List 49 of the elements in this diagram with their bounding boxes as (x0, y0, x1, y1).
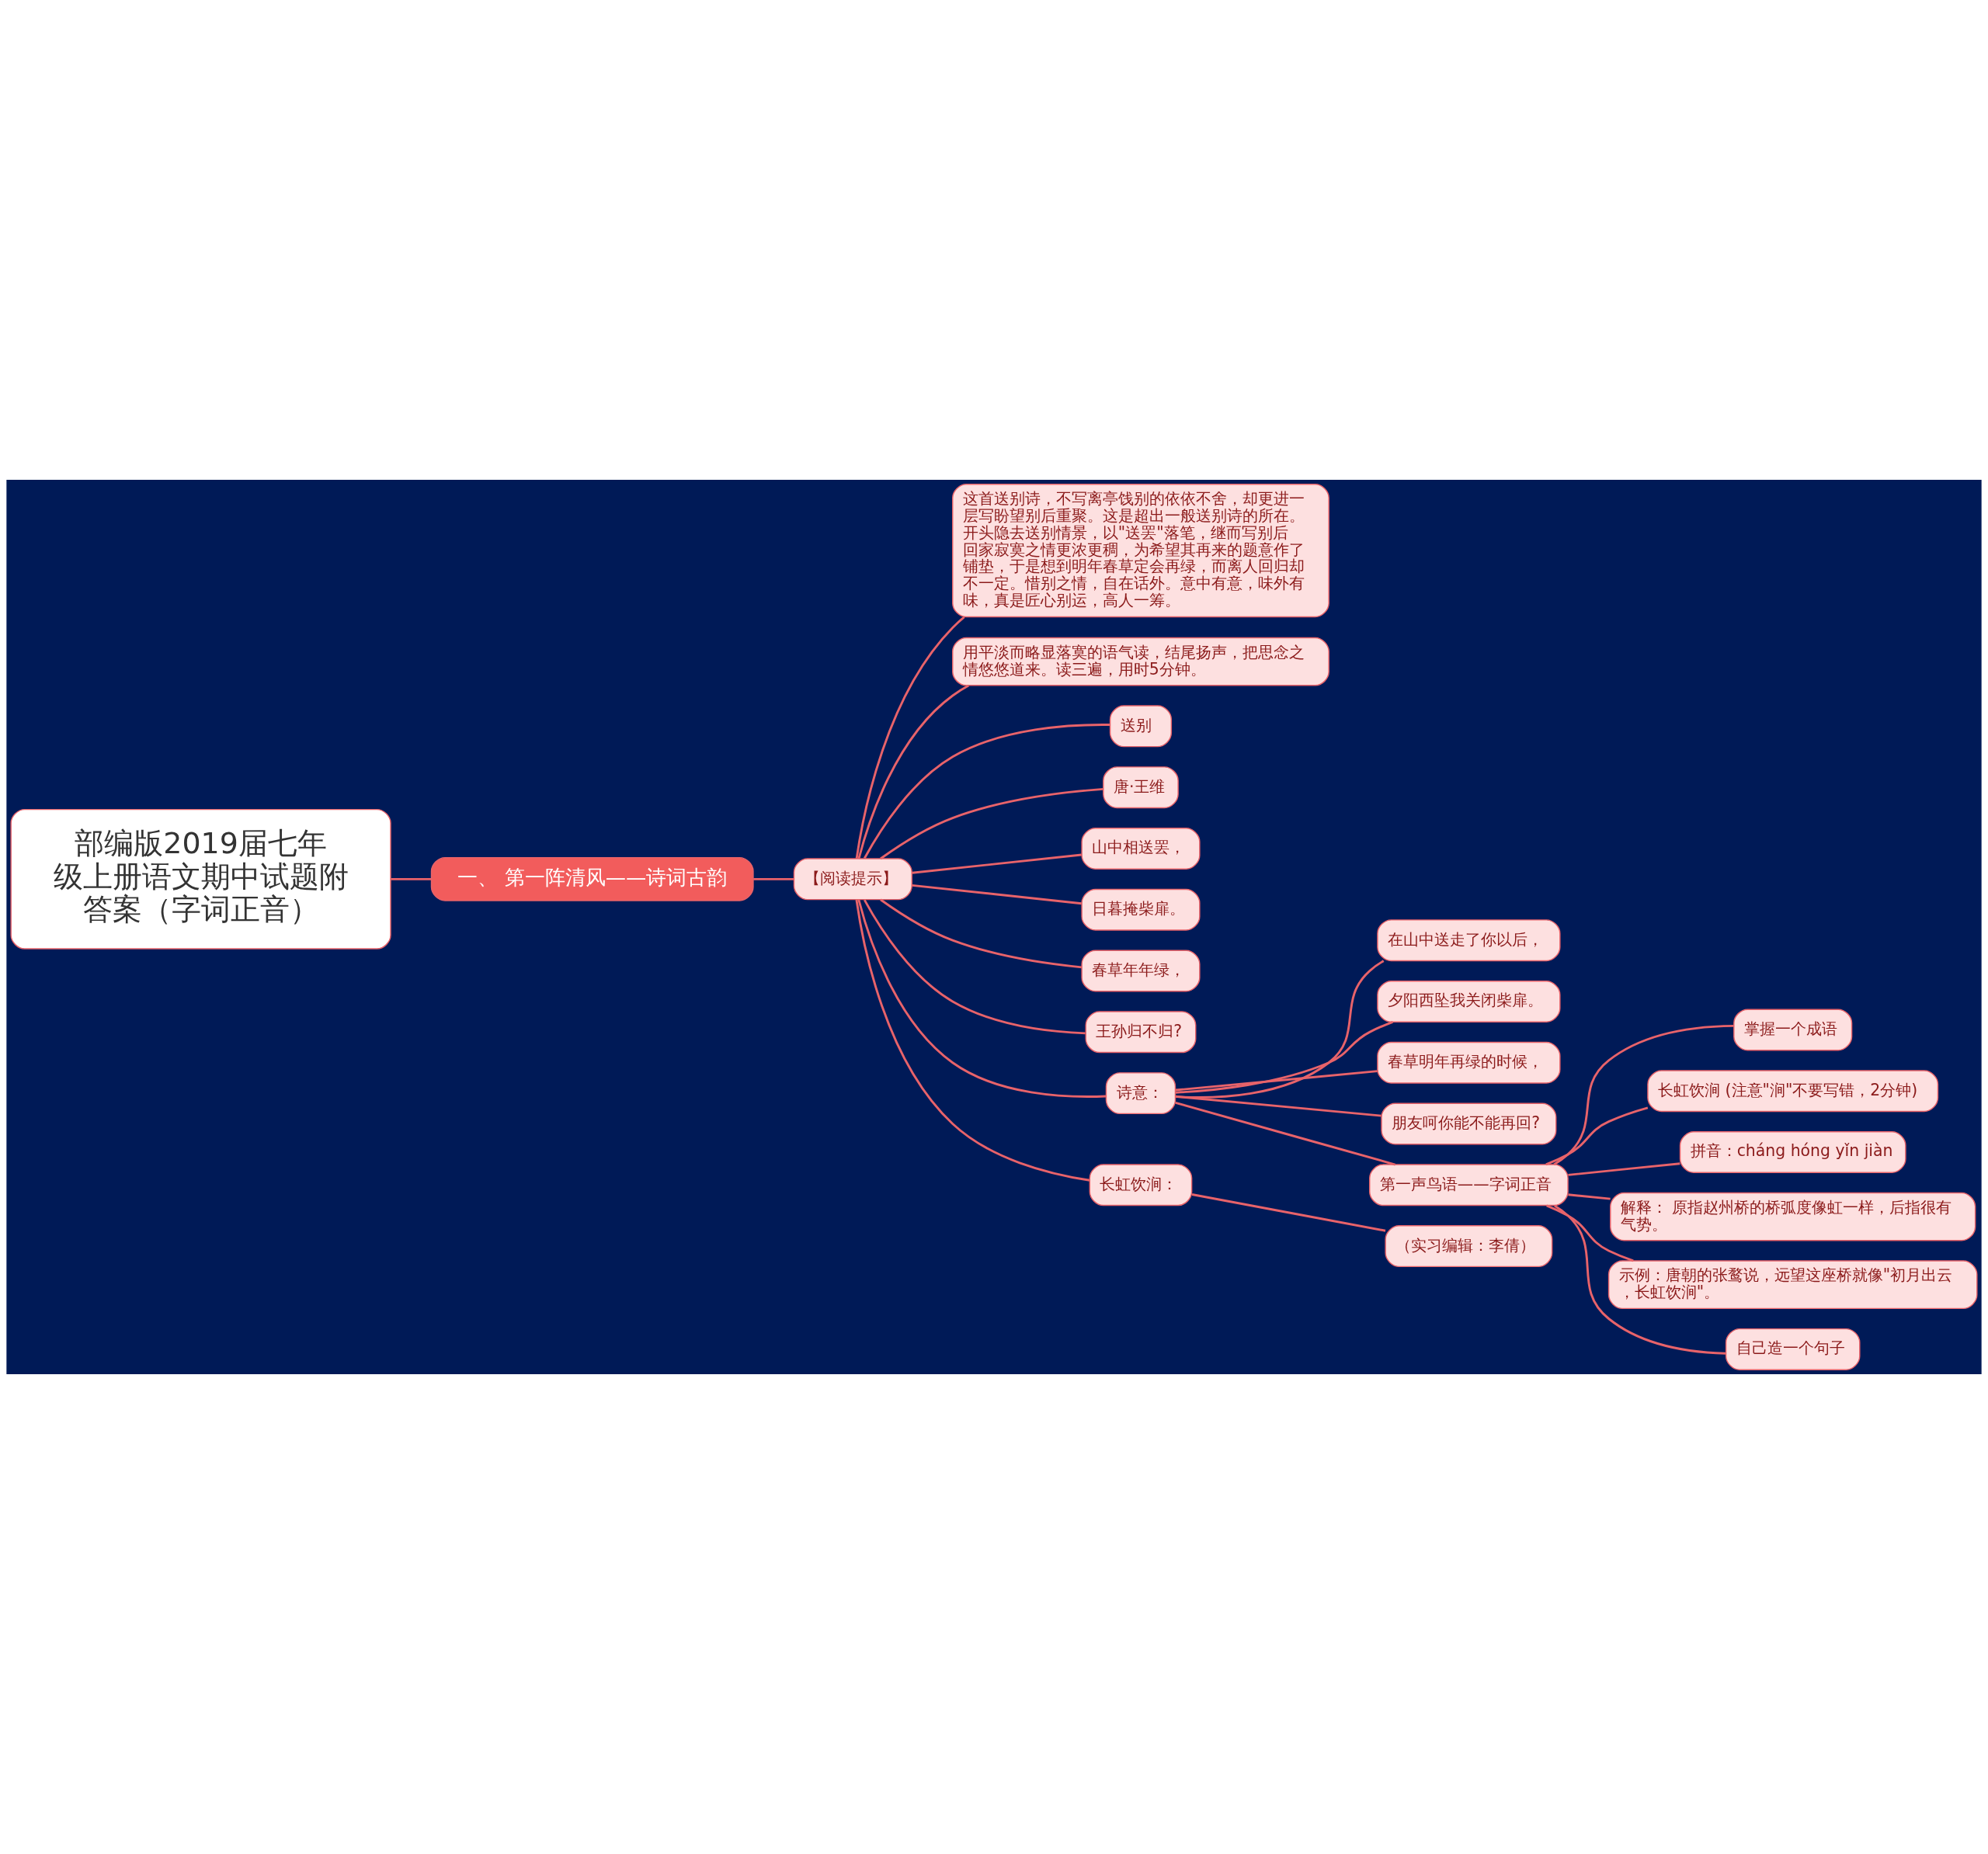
connector (863, 899, 1086, 1035)
connector (753, 877, 794, 880)
connector (855, 899, 1090, 1182)
connector (1175, 1070, 1378, 1092)
node-box: 部编版2019届七年级上册语文期中试题附答案（字词正音） (10, 808, 391, 950)
connector (1175, 960, 1385, 1099)
connector (1553, 1024, 1734, 1166)
connector (1545, 1106, 1649, 1166)
node-box: 长虹饮涧 (注意"涧"不要写错，2分钟) (1647, 1070, 1939, 1113)
connector (1568, 1193, 1611, 1200)
connector (391, 877, 432, 880)
node-box: 解释： 原指赵州桥的桥弧度像虹一样，后指很有气势。 (1610, 1192, 1976, 1241)
node-box: 山中相送罢， (1081, 827, 1201, 870)
connector (912, 853, 1082, 874)
connector (880, 898, 1083, 969)
connector (1568, 1162, 1680, 1176)
node-box: 朋友呵你能不能再回? (1381, 1102, 1557, 1145)
node-box: 这首送别诗，不写离亭饯别的依依不舍，却更进一层写盼望别后重聚。这是超出一般送别诗的所在。开头隐去送别情景，以"送罢"落笔，继而写别后回家寂寞之情更浓更稠，为希望其再来的题意作了铺垫，于是想到明年春草定会再绿，而离人回归却不一定。惜别之情，自在话外。意中有意，味外有味，真是匠心别运，高人一筹。 (952, 484, 1329, 618)
node-box: 拼音：cháng hóng yǐn jiàn (1679, 1131, 1906, 1173)
node-box: 春草明年再绿的时候， (1377, 1041, 1561, 1084)
connector (1175, 1101, 1396, 1166)
connector (1554, 1204, 1726, 1355)
node-box: 用平淡而略显落寞的语气读，结尾扬声，把思念之情悠悠道来。读三遍，用时5分钟。 (952, 637, 1329, 686)
connector (857, 899, 1107, 1098)
node-box: 日暮掩柴扉。 (1081, 888, 1201, 931)
node-box: 自己造一个句子 (1725, 1328, 1861, 1370)
connector (1191, 1193, 1386, 1232)
node-box: 送别 (1109, 705, 1173, 748)
node-box: （实习编辑：李倩） (1385, 1225, 1553, 1268)
node-box: 夕阳西坠我关闭柴扉。 (1377, 980, 1561, 1022)
node-box: 一、 第一阵清风——诗词古韵 (430, 856, 754, 901)
node-box: 春草年年绿， (1081, 950, 1201, 992)
connector (1175, 1095, 1382, 1117)
node-box: 唐·王维 (1103, 766, 1179, 809)
node-box: 示例：唐朝的张鹜说，远望这座桥就像"初月出云，长虹饮涧"。 (1607, 1260, 1978, 1310)
connector (855, 616, 965, 859)
connector (1546, 1204, 1634, 1262)
node-box: 第一声鸟语——字词正音 (1369, 1164, 1569, 1206)
connector (863, 724, 1110, 859)
node-box: 长虹饮涧： (1089, 1164, 1193, 1206)
node-box: 在山中送走了你以后， (1377, 919, 1561, 962)
node-box: 诗意： (1105, 1072, 1176, 1115)
connector (880, 787, 1103, 860)
node-box: 掌握一个成语 (1733, 1009, 1853, 1051)
node-box: 【阅读提示】 (793, 858, 912, 901)
node-box: 王孙归不归? (1085, 1011, 1197, 1054)
connector (1175, 1020, 1393, 1094)
connector (857, 684, 969, 859)
connector (912, 884, 1082, 905)
